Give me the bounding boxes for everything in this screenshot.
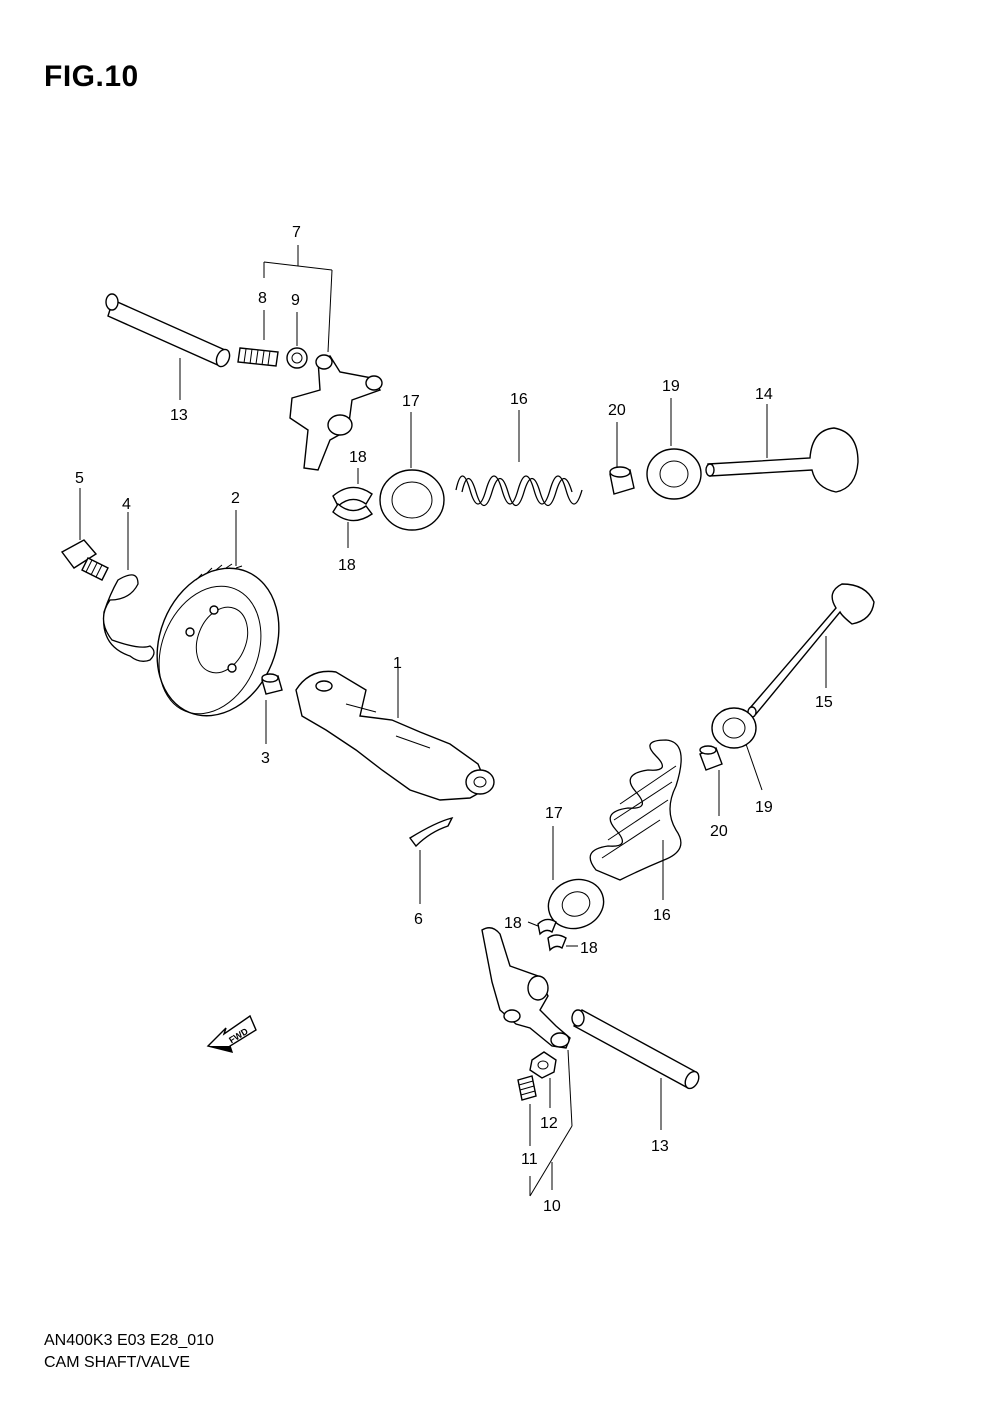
callout-4: 4 [122, 496, 131, 513]
callout-16: 16 [653, 907, 671, 924]
callout-18: 18 [580, 940, 598, 957]
camshaft [295, 670, 495, 801]
callout-11: 11 [521, 1151, 538, 1168]
bracket-10-right [567, 1049, 573, 1127]
callout-18: 18 [338, 557, 356, 574]
spring-retainer-upper [379, 469, 445, 531]
spring-seat-lower [711, 707, 757, 749]
callout-3: 3 [261, 750, 270, 767]
figure-title: FIG.10 [44, 60, 139, 93]
leader-18c [527, 921, 539, 927]
section-name: CAM SHAFT/VALVE [44, 1354, 191, 1371]
callout-19: 19 [755, 799, 773, 816]
callout-5: 5 [75, 470, 84, 487]
adjuster-nut-lower [529, 1051, 557, 1079]
callout-2: 2 [231, 490, 240, 507]
callout-10: 10 [543, 1198, 561, 1215]
callout-9: 9 [291, 292, 300, 309]
adjuster-nut-upper [286, 347, 308, 369]
callout-17: 17 [545, 805, 563, 822]
adjuster-screw-lower [517, 1075, 537, 1101]
valve-lower [747, 583, 875, 718]
valve-cotter-lower-a [537, 918, 557, 936]
callout-19: 19 [662, 378, 680, 395]
bracket-10-diag [529, 1125, 573, 1197]
valve-spring-upper [455, 475, 583, 507]
callout-14: 14 [755, 386, 773, 403]
dowel-pin [261, 673, 283, 695]
callout-15: 15 [815, 694, 833, 711]
bracket-7-right [327, 269, 333, 353]
callout-18: 18 [504, 915, 522, 932]
diagram-footer: AN400K3 E03 E28_010 CAM SHAFT/VALVE [44, 1330, 214, 1374]
callout-13: 13 [651, 1138, 669, 1155]
callout-labels: 7 8 9 13 17 16 20 19 14 18 18 5 4 2 1 3 … [75, 224, 833, 1215]
model-code: AN400K3 E03 E28_010 [44, 1332, 214, 1349]
callout-20: 20 [608, 402, 626, 419]
callout-12: 12 [540, 1115, 558, 1132]
rocker-shaft-upper [105, 293, 231, 368]
callout-16: 16 [510, 391, 528, 408]
callout-20: 20 [710, 823, 728, 840]
valve-spring-lower [589, 739, 682, 881]
rocker-shaft-lower [571, 1009, 700, 1090]
callout-6: 6 [414, 911, 423, 928]
valve-stem-seal-upper [609, 466, 635, 495]
bolt [60, 539, 109, 581]
spring-retainer-lower [547, 878, 605, 930]
callout-7: 7 [292, 224, 301, 241]
lock-plate [102, 574, 155, 662]
leader-19b [745, 743, 763, 791]
adjuster-screw-upper [237, 347, 279, 367]
callout-1: 1 [393, 655, 402, 672]
valve-cotter-lower-b [547, 934, 567, 952]
spring-seat-upper [646, 448, 702, 500]
valve-cotter-upper-b [332, 502, 373, 522]
valve-cotter-upper-a [332, 486, 373, 508]
callout-17: 17 [402, 393, 420, 410]
retaining-clip [408, 816, 454, 848]
forward-direction-arrow: FWD [206, 1014, 257, 1053]
cam-sprocket [156, 563, 280, 717]
callout-18: 18 [349, 449, 367, 466]
callout-8: 8 [258, 290, 267, 307]
callout-13: 13 [170, 407, 188, 424]
valve-stem-seal-lower [699, 745, 723, 771]
rocker-arm-upper [289, 354, 383, 471]
rocker-arm-lower [481, 927, 571, 1049]
valve-upper [705, 427, 859, 493]
